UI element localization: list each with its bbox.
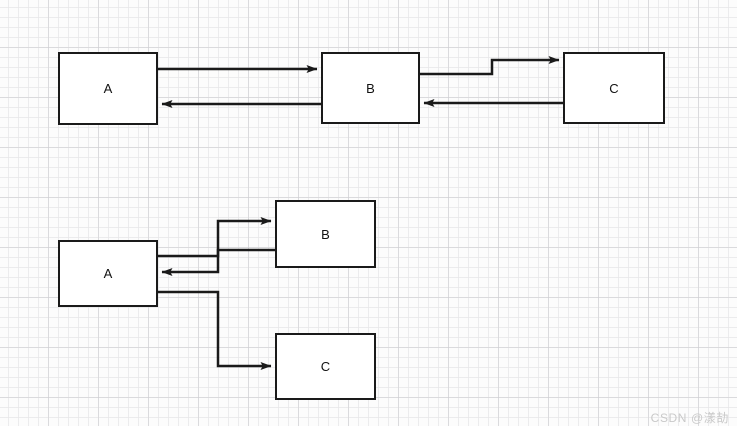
node-bot-a[interactable]: A bbox=[58, 240, 158, 307]
node-top-c[interactable]: C bbox=[563, 52, 665, 124]
node-top-b-label: B bbox=[366, 80, 375, 96]
node-top-c-label: C bbox=[609, 80, 619, 96]
node-bot-c-label: C bbox=[320, 359, 331, 374]
node-bot-b-label: B bbox=[321, 226, 330, 242]
edge-bot-a-to-c bbox=[158, 290, 272, 370]
csdn-watermark: CSDN @漾劼 bbox=[650, 411, 729, 425]
node-bot-b[interactable]: B bbox=[275, 200, 376, 268]
edge-bot-b-to-a bbox=[161, 248, 275, 276]
footer-band bbox=[0, 426, 737, 436]
node-top-a[interactable]: A bbox=[58, 52, 158, 125]
node-top-a-label: A bbox=[103, 81, 113, 96]
edge-bot-a-to-b bbox=[158, 217, 272, 258]
node-top-b[interactable]: B bbox=[321, 52, 420, 124]
node-bot-c[interactable]: C bbox=[275, 333, 376, 400]
edge-top-b-to-c bbox=[420, 56, 560, 76]
node-bot-a-label: A bbox=[103, 266, 113, 281]
